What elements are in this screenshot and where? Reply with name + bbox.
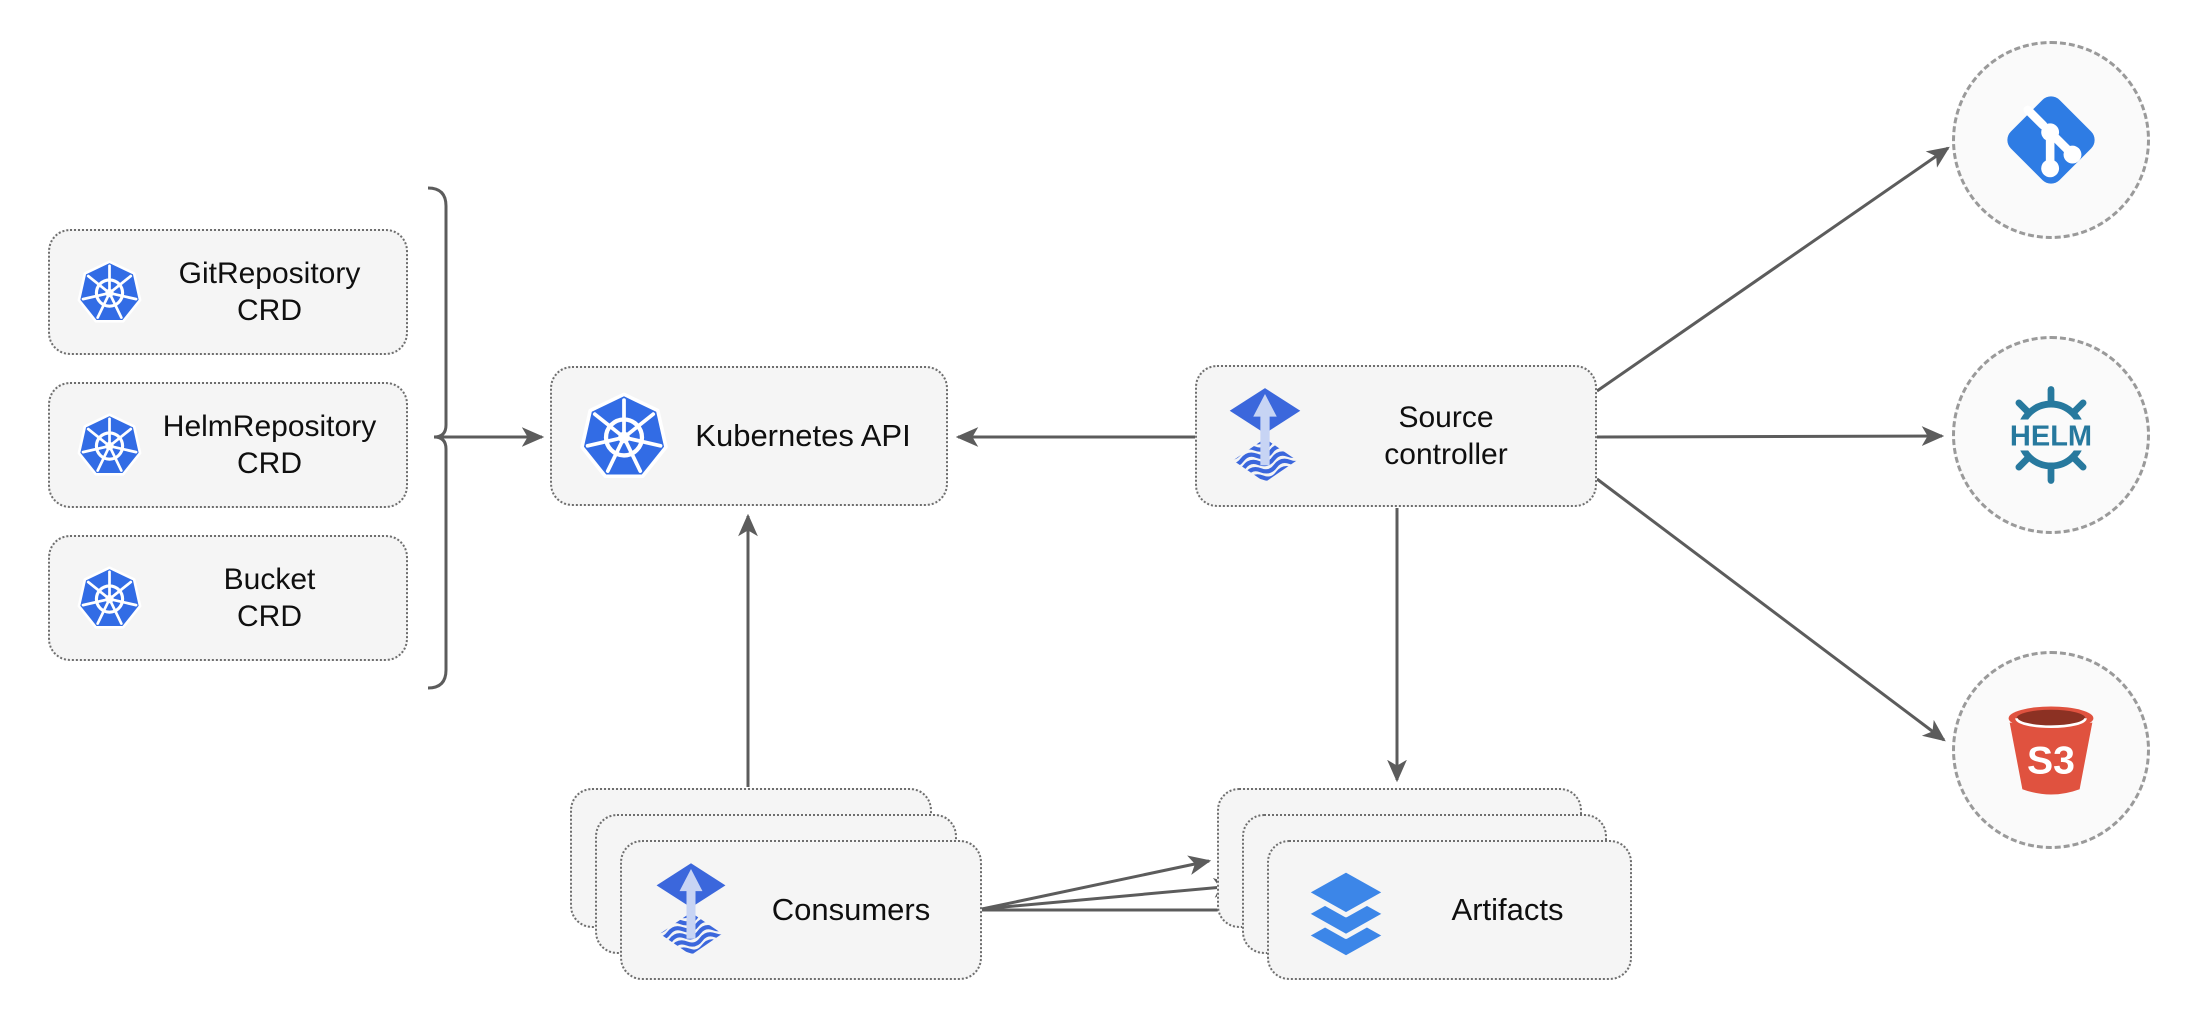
kubernetes-icon [77,413,142,476]
source-controller-node: Source controller [1195,365,1597,507]
flux-icon [1229,388,1301,483]
node-label: Bucket CRD [223,563,316,633]
git-icon [2007,96,2095,184]
arrow-consumers-to-artifacts-back [981,855,1212,911]
helm-source-node: HELM [1952,336,2150,534]
s3-icon: S3 [2008,706,2094,795]
git-repository-crd-node: GitRepository CRD [48,229,408,355]
arrow-source-to-s3 [1596,477,1946,742]
kubernetes-api-node: Kubernetes API [550,366,948,506]
node-label: Source controller [1384,401,1508,471]
git-source-node [1952,41,2150,239]
layers-icon [1303,867,1389,961]
node-label: Consumers [771,892,931,927]
kubernetes-icon [77,260,142,323]
kubernetes-icon [580,392,668,479]
crd-bracket [427,186,448,690]
node-label: Kubernetes API [695,418,911,453]
flux-icon [656,863,726,956]
bucket-crd-node: Bucket CRD [48,535,408,661]
arrow-source-to-helm [1596,426,1945,446]
arrow-source-to-git [1596,146,1950,393]
node-label: GitRepository CRD [178,257,361,327]
s3-source-node: S3 [1952,651,2150,849]
s3-label: S3 [2027,739,2075,782]
arrow-consumers-to-artifacts-middle [981,877,1237,911]
kubernetes-icon [77,566,142,629]
helm-icon: HELM [1993,386,2109,484]
helm-label: HELM [2010,421,2092,453]
consumers-node: Consumers [620,840,982,980]
helm-repository-crd-node: HelmRepository CRD [48,382,408,508]
node-label: Artifacts [1451,892,1564,927]
node-label: HelmRepository CRD [162,410,377,480]
artifacts-node: Artifacts [1267,840,1632,980]
